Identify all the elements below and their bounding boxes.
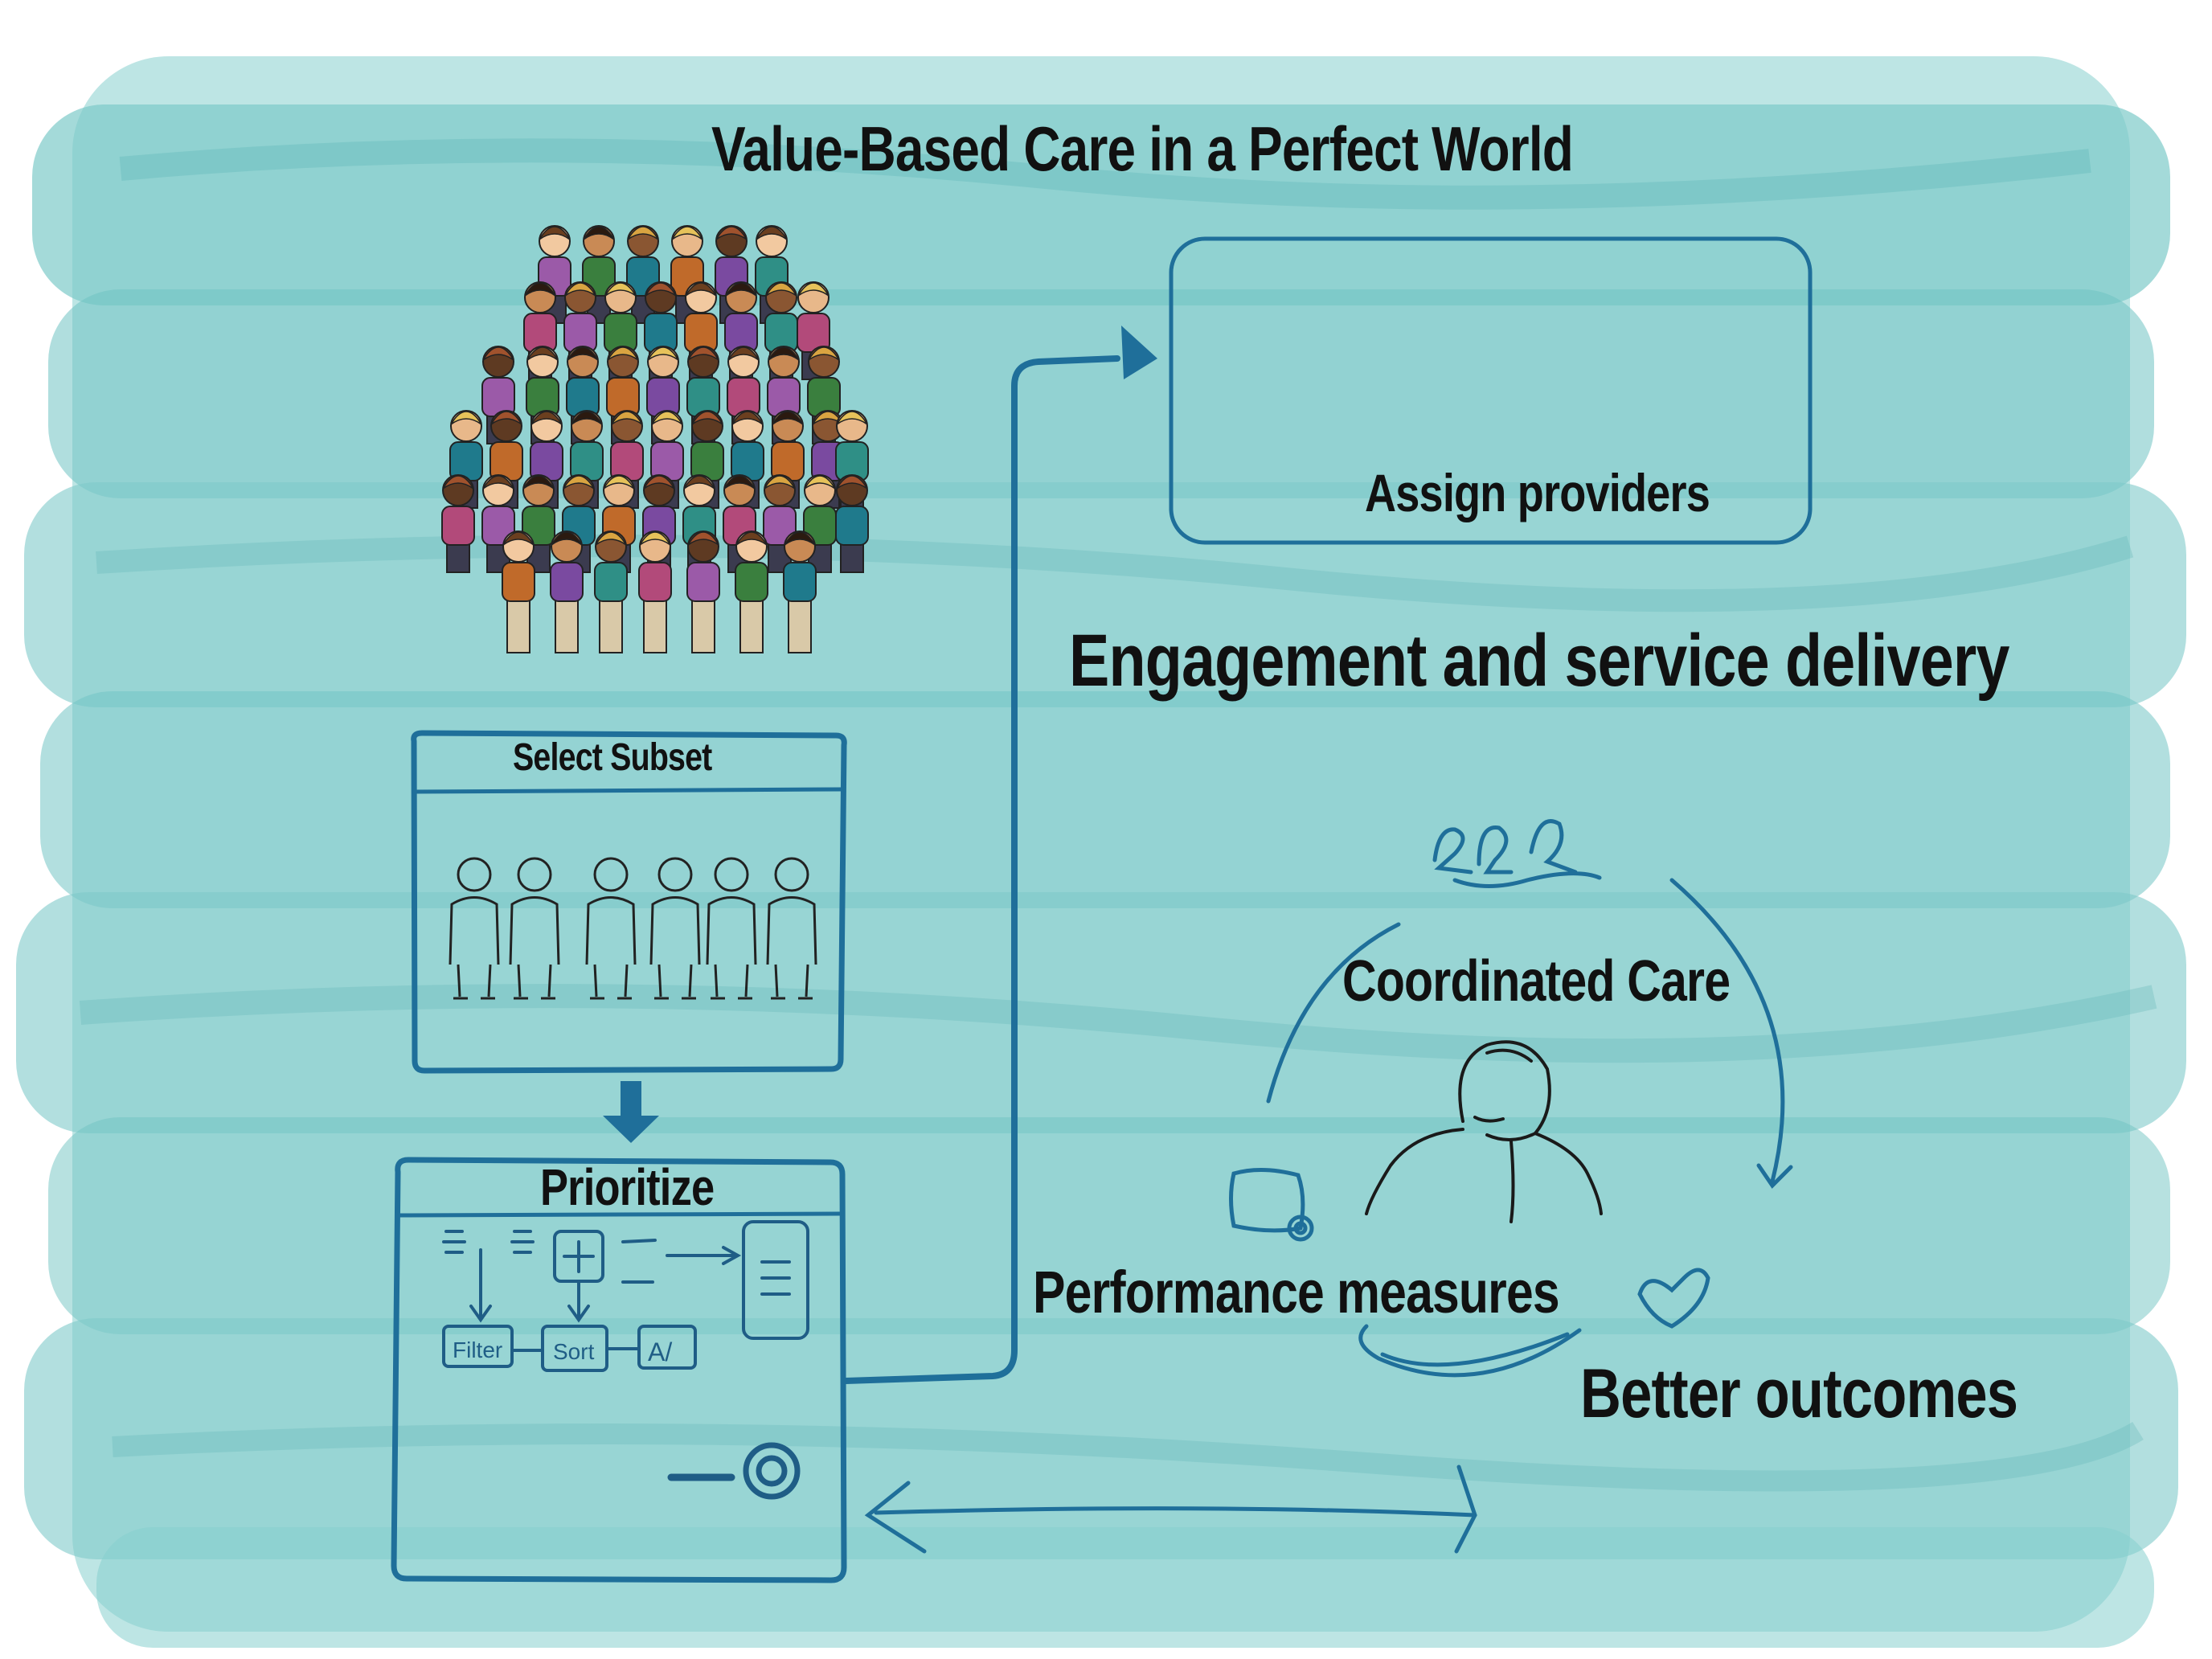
care-cycle bbox=[864, 819, 1793, 1554]
crowd-person bbox=[686, 530, 720, 653]
crowd-person bbox=[638, 530, 672, 653]
assign-providers-box bbox=[1169, 236, 1813, 545]
prioritize-label: Prioritize bbox=[540, 1158, 715, 1216]
people-group-icon bbox=[1432, 819, 1602, 888]
engagement-label: Engagement and service delivery bbox=[1069, 620, 2009, 702]
crowd-person bbox=[550, 530, 584, 653]
subset-person bbox=[706, 857, 757, 1000]
crowd-person bbox=[724, 281, 758, 380]
page-title: Value-Based Care in a Perfect World bbox=[711, 113, 1574, 184]
filter-button-outline bbox=[442, 1325, 514, 1368]
crowd-person bbox=[783, 530, 817, 653]
subset-person bbox=[766, 857, 817, 1000]
arrowhead-icon bbox=[1121, 326, 1157, 379]
cycle-arc-right bbox=[1669, 878, 1785, 1184]
crowd-person bbox=[594, 530, 628, 653]
ai-button-label: A/ bbox=[648, 1337, 673, 1366]
flow-arrow-to-assign bbox=[842, 355, 1120, 1384]
down-arrow-icon bbox=[603, 1081, 659, 1143]
filter-button-label: Filter bbox=[453, 1337, 503, 1362]
crowd-person bbox=[735, 530, 768, 653]
prioritize-sketches bbox=[442, 1220, 809, 1500]
select-subset-label: Select Subset bbox=[513, 736, 712, 779]
assign-providers-label: Assign providers bbox=[1365, 463, 1710, 522]
subset-person bbox=[649, 857, 701, 1000]
patient-sketch bbox=[1365, 1040, 1603, 1223]
prioritize-panel bbox=[391, 1157, 847, 1583]
crowd-person bbox=[441, 474, 475, 573]
clipboard-icon bbox=[1229, 1168, 1305, 1233]
crowd-person bbox=[502, 530, 535, 653]
heart-icon bbox=[1637, 1268, 1710, 1329]
subset-person bbox=[585, 857, 637, 1000]
subset-person bbox=[449, 857, 500, 1000]
return-arrow bbox=[874, 1506, 1477, 1518]
select-subset-panel bbox=[411, 730, 847, 1074]
cycle-arc-left bbox=[1266, 922, 1401, 1104]
cycle-arc-bottom bbox=[1358, 1324, 1582, 1378]
subset-person bbox=[509, 857, 560, 1000]
crowd-illustration bbox=[441, 225, 869, 653]
sort-button-label: Sort bbox=[553, 1339, 595, 1364]
subset-people-sketch bbox=[449, 857, 817, 1000]
performance-measures-label: Performance measures bbox=[1033, 1259, 1560, 1325]
crowd-person bbox=[835, 474, 869, 573]
better-outcomes-label: Better outcomes bbox=[1580, 1355, 2018, 1432]
coordinated-care-label: Coordinated Care bbox=[1342, 949, 1731, 1014]
